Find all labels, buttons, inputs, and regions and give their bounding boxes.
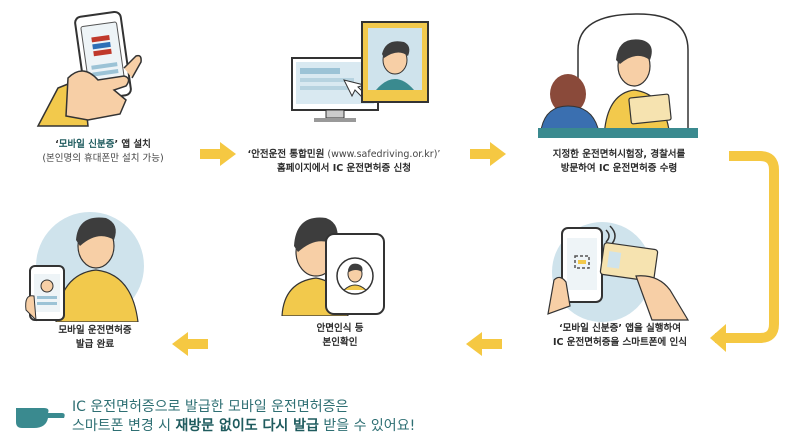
- phone-scan-card-illustration: [547, 222, 690, 322]
- step-done-caption: 모바일 운전면허증 발급 완료: [58, 325, 132, 350]
- issued-license-illustration: [25, 212, 144, 322]
- step-scan-caption: ‘모바일 신분증’ 앱을 실행하여 IC 운전면허증을 스마트폰에 인식: [552, 323, 688, 348]
- bottom-note: IC 운전면허증으로 발급한 모바일 운전면허증은 스마트폰 변경 시 재방문 …: [72, 399, 416, 434]
- pointing-hand-icon: [16, 408, 65, 428]
- arrow-right-icon: [200, 142, 236, 166]
- arrow-right-icon: [470, 142, 506, 166]
- arrow-left-icon: [172, 332, 208, 356]
- arrow-left-icon: [466, 332, 502, 356]
- step-visit-caption: 지정한 운전면허시험장, 경찰서를 방문하여 IC 운전면허증 수령: [552, 149, 686, 174]
- monitor-photo-illustration: [291, 21, 429, 122]
- step-install-caption: ‘모바일 신분증’ 앱 설치 (본인명의 휴대폰만 설치 가능): [42, 139, 164, 164]
- highlight-text: 모바일 신분증: [58, 139, 115, 150]
- highlight-text: 안전운전 통합민원: [251, 149, 325, 160]
- step-apply-caption: ‘안전운전 통합민원 (www.safedriving.or.kr)’ 홈페이지…: [247, 149, 441, 174]
- office-counter-illustration: [538, 13, 698, 138]
- hand-phone-illustration: [36, 10, 142, 127]
- note-emphasis: 재방문 없이도 다시 발급: [175, 418, 319, 434]
- arrow-down-curve-icon: [710, 151, 779, 352]
- highlight-text: 모바일 신분증: [562, 323, 619, 334]
- face-recognition-illustration: [281, 217, 385, 316]
- step-face-caption: 안면인식 등 본인확인: [316, 323, 364, 348]
